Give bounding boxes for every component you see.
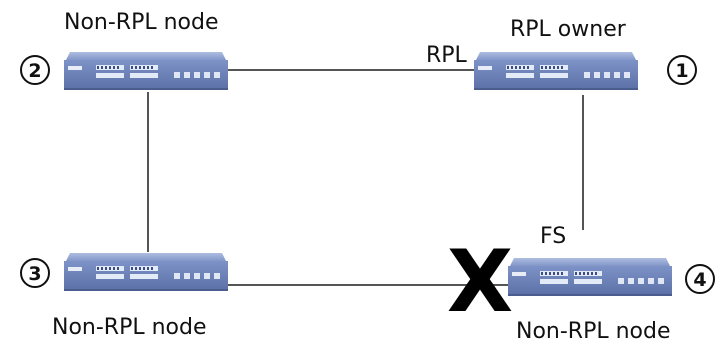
node-4-number: 4 bbox=[693, 269, 706, 291]
node-3-number-badge: 3 bbox=[20, 258, 50, 288]
node-1-number: 1 bbox=[675, 60, 688, 82]
link-right-label-fs: FS bbox=[540, 224, 566, 249]
switch-node-3 bbox=[64, 253, 228, 291]
node-2-number: 2 bbox=[28, 60, 41, 82]
link-top-label-rpl: RPL bbox=[426, 43, 468, 68]
node-3-number: 3 bbox=[28, 263, 41, 285]
switch-node-1 bbox=[474, 52, 638, 90]
node-4-label: Non-RPL node bbox=[516, 319, 671, 344]
switch-node-2 bbox=[64, 52, 228, 90]
node-1-number-badge: 1 bbox=[667, 55, 697, 85]
node-2-number-badge: 2 bbox=[20, 55, 50, 85]
link-failure-mark: X bbox=[447, 232, 513, 332]
switch-node-4 bbox=[508, 258, 672, 296]
node-4-number-badge: 4 bbox=[685, 264, 715, 294]
node-1-label: RPL owner bbox=[510, 17, 627, 42]
node-2-label: Non-RPL node bbox=[64, 10, 219, 35]
node-3-label: Non-RPL node bbox=[52, 315, 207, 340]
